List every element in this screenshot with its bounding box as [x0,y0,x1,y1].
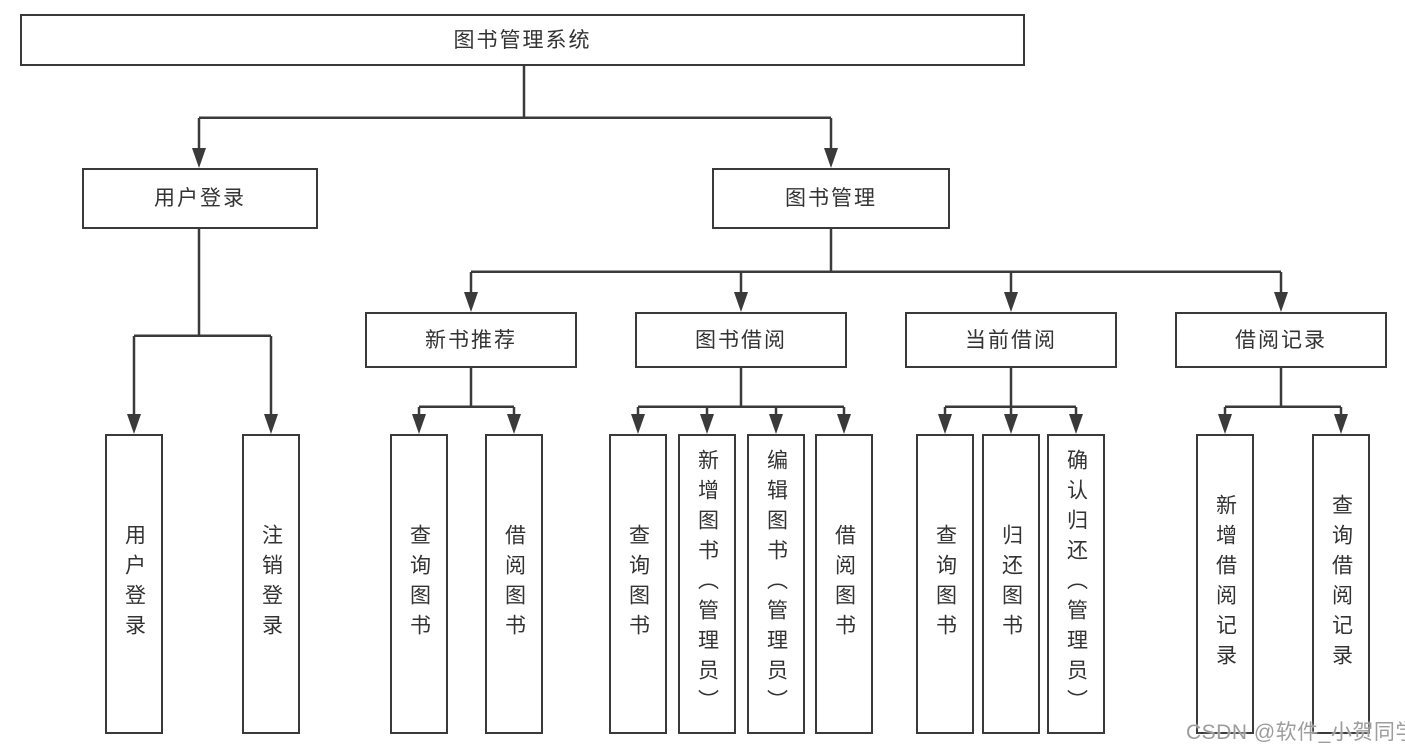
leaf-logout: 注销登录 [242,434,300,734]
csdn-watermark: CSDN @软件_小贺同学 [1186,721,1405,744]
node-library-management-system: 图书管理系统 [20,14,1025,66]
node-current-borrowing: 当前借阅 [905,312,1117,368]
leaf-edit-books-admin: 编辑图书（管理员） [747,434,805,734]
node-borrowing-records: 借阅记录 [1175,312,1387,368]
leaf-query-books-borrowing: 查询图书 [609,434,667,734]
node-user-login: 用户登录 [82,168,318,229]
node-book-borrowing: 图书借阅 [635,312,847,368]
leaf-borrow-books-recommend: 借阅图书 [485,434,543,734]
leaf-query-books-recommend: 查询图书 [390,434,448,734]
leaf-query-books-current: 查询图书 [916,434,974,734]
leaf-add-books-admin: 新增图书（管理员） [678,434,736,734]
leaf-return-books: 归还图书 [982,434,1040,734]
leaf-user-login: 用户登录 [105,434,163,734]
node-new-book-recommendation: 新书推荐 [365,312,577,368]
leaf-confirm-return-admin: 确认归还（管理员） [1047,434,1105,734]
leaf-add-borrow-record: 新增借阅记录 [1196,434,1254,734]
leaf-borrow-books: 借阅图书 [815,434,873,734]
node-book-management: 图书管理 [712,168,950,229]
leaf-query-borrow-record: 查询借阅记录 [1312,434,1370,734]
